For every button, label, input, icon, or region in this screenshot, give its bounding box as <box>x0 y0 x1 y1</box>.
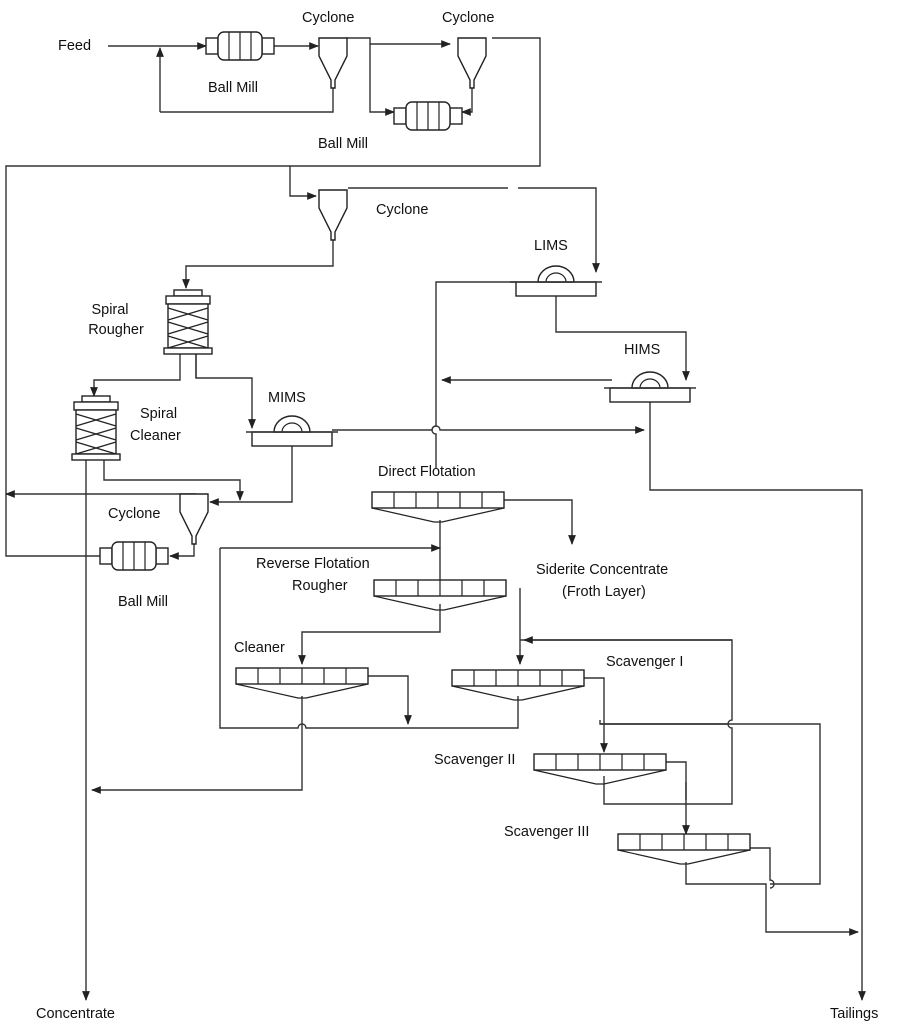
cyclone-2-label: Cyclone <box>442 10 494 26</box>
hims-label: HIMS <box>624 342 660 358</box>
lims-label: LIMS <box>534 238 568 254</box>
cyclone-1 <box>318 37 348 89</box>
labels: Feed Cyclone Cyclone Ball Mill Ball Mill… <box>36 10 878 1022</box>
cyclone-4-label: Cyclone <box>108 506 160 522</box>
spiral-rougher-label-1: Spiral <box>91 302 128 318</box>
cyclone-1-label: Cyclone <box>302 10 354 26</box>
siderite-concentrate-label-1: Siderite Concentrate <box>536 562 668 578</box>
reverse-flotation-label-1: Reverse Flotation <box>256 556 370 572</box>
ball-mill-2-label: Ball Mill <box>318 136 368 152</box>
direct-flotation-label: Direct Flotation <box>378 464 476 480</box>
ball-mill-2 <box>393 101 463 131</box>
flow-lines <box>5 37 866 1001</box>
scavenger-2-label: Scavenger II <box>434 752 515 768</box>
scavenger-3-label: Scavenger III <box>504 824 589 840</box>
scavenger-1-label: Scavenger I <box>606 654 683 670</box>
spiral-rougher <box>163 289 213 355</box>
cyclone-3 <box>318 189 348 241</box>
ball-mill-1 <box>205 31 275 61</box>
direct-flotation-cell <box>371 491 505 523</box>
hims-separator <box>603 371 697 403</box>
mims-label: MIMS <box>268 390 306 406</box>
ball-mill-1-label: Ball Mill <box>208 80 258 96</box>
cleaner-label: Cleaner <box>234 640 285 656</box>
scavenger-3-cell <box>617 833 751 865</box>
scavenger-1-cell <box>451 669 585 701</box>
ball-mill-3-label: Ball Mill <box>118 594 168 610</box>
spiral-cleaner-label-2: Cleaner <box>130 428 181 444</box>
spiral-rougher-label-2: Rougher <box>88 322 144 338</box>
spiral-cleaner <box>71 395 121 461</box>
spiral-cleaner-label-1: Spiral <box>140 406 177 422</box>
mims-separator <box>245 415 339 447</box>
cyclone-4 <box>179 493 209 545</box>
tailings-label: Tailings <box>830 1006 878 1022</box>
scavenger-2-cell <box>533 753 667 785</box>
ball-mill-3 <box>99 541 169 571</box>
cyclone-2 <box>457 37 487 89</box>
lims-separator <box>509 265 603 297</box>
siderite-concentrate-label-2: (Froth Layer) <box>562 584 646 600</box>
cyclone-3-label: Cyclone <box>376 202 428 218</box>
cleaner-cell <box>235 667 369 699</box>
feed-label: Feed <box>58 38 91 54</box>
concentrate-label: Concentrate <box>36 1006 115 1022</box>
reverse-flotation-label-2: Rougher <box>292 578 348 594</box>
